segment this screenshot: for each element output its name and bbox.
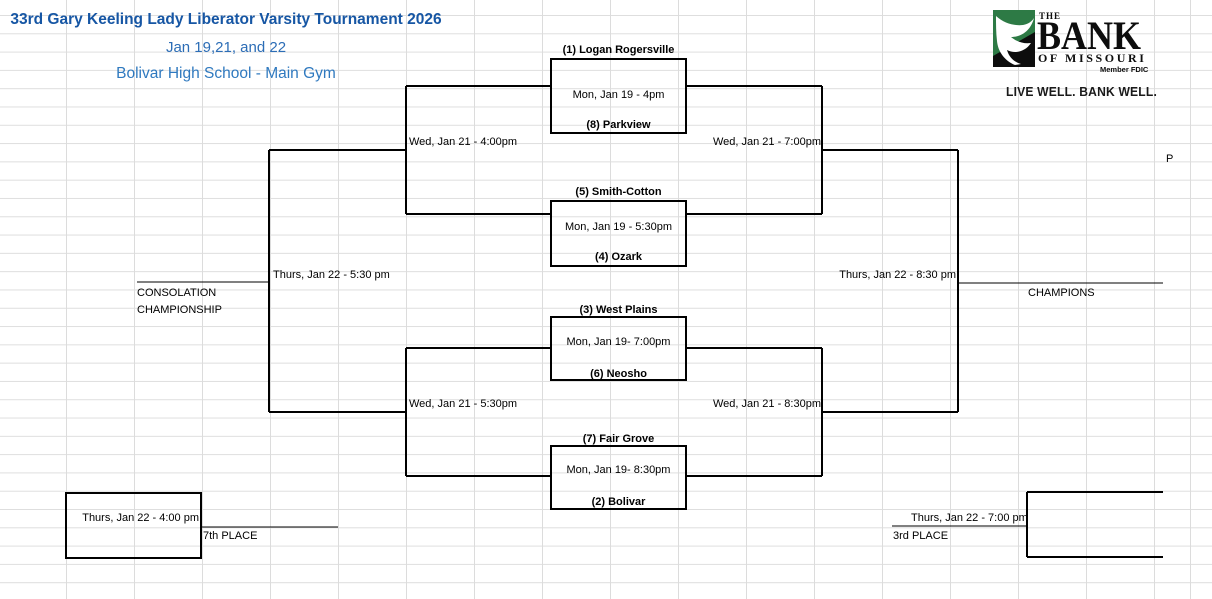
bank-logo-name: BANK <box>1037 13 1142 58</box>
tournament-dates: Jan 19,21, and 22 <box>165 39 287 56</box>
bank-logo-subname: OF MISSOURI <box>1038 51 1147 65</box>
stray-cell-text: P <box>1166 153 1174 165</box>
champions-label: CHAMPIONS <box>1028 287 1095 299</box>
seventh-place-label: 7th PLACE <box>203 530 258 542</box>
game1-bottom-team: (8) Parkview <box>586 119 651 131</box>
championship-time: Thurs, Jan 22 - 8:30 pm <box>839 269 956 281</box>
consolation-final-time: Thurs, Jan 22 - 5:30 pm <box>273 269 390 281</box>
consolation-label-line1: CONSOLATION <box>137 287 217 299</box>
consolation-label-line2: CHAMPIONSHIP <box>137 304 222 316</box>
third-place-label: 3rd PLACE <box>893 530 949 542</box>
semifinal-left-top-time: Wed, Jan 21 - 4:00pm <box>409 136 518 148</box>
member-fdic-label: Member FDIC <box>1100 65 1149 74</box>
bracket-thin-lines <box>137 281 1163 528</box>
bracket-thick-lines <box>65 58 1163 559</box>
game3-top-team: (3) West Plains <box>579 304 658 316</box>
game2-bottom-team: (4) Ozark <box>594 251 643 263</box>
bank-logo-the: THE <box>1039 11 1062 21</box>
game4-bottom-team: (2) Bolivar <box>591 496 646 508</box>
page-title: 33rd Gary Keeling Lady Liberator Varsity… <box>10 11 442 28</box>
game2-time: Mon, Jan 19 - 5:30pm <box>564 221 672 233</box>
bank-logo-emblem <box>993 10 1035 67</box>
seventh-place-time: Thurs, Jan 22 - 4:00 pm <box>82 512 199 524</box>
semifinal-left-bottom-time: Wed, Jan 21 - 5:30pm <box>409 398 518 410</box>
semifinal-right-top-time: Wed, Jan 21 - 7:00pm <box>712 136 821 148</box>
semifinal-right-bottom-time: Wed, Jan 21 - 8:30pm <box>712 398 821 410</box>
game3-time: Mon, Jan 19- 7:00pm <box>566 336 671 348</box>
game4-top-team: (7) Fair Grove <box>582 433 655 445</box>
game2-top-team: (5) Smith-Cotton <box>575 186 662 198</box>
third-place-time: Thurs, Jan 22 - 7:00 pm <box>911 512 1028 524</box>
game4-time: Mon, Jan 19- 8:30pm <box>566 464 671 476</box>
game1-top-team: (1) Logan Rogersville <box>562 44 675 56</box>
game1-time: Mon, Jan 19 - 4pm <box>572 89 665 101</box>
tournament-venue: Bolivar High School - Main Gym <box>116 65 336 82</box>
bank-tagline: LIVE WELL. BANK WELL. <box>1006 84 1157 99</box>
spreadsheet-gridline-right <box>1190 0 1191 599</box>
game3-bottom-team: (6) Neosho <box>590 368 647 380</box>
bird-icon <box>996 16 1034 65</box>
